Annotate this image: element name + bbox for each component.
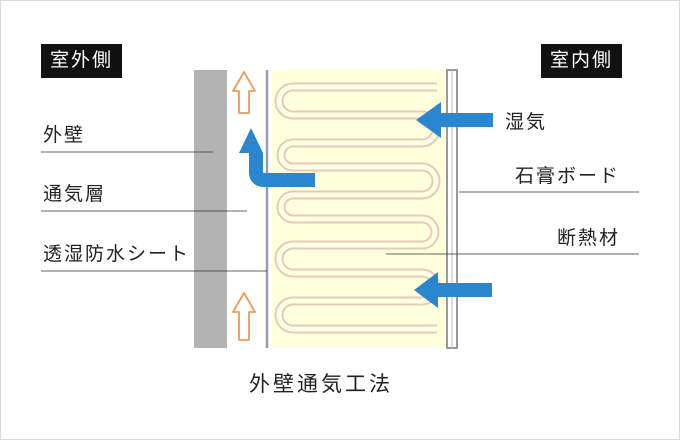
indoor-side-tag: 室内側	[541, 44, 623, 78]
label-breathable-sheet: 透湿防水シート	[43, 243, 191, 265]
label-insulation: 断熱材	[557, 227, 621, 249]
airflow-arrow-top	[232, 71, 256, 114]
outer-wall-panel	[194, 70, 227, 348]
outdoor-side-tag: 室外側	[41, 44, 123, 78]
label-air-layer: 通気層	[43, 183, 107, 205]
diagram-caption: 外壁通気工法	[249, 372, 393, 396]
airflow-arrow-bottom	[232, 292, 256, 341]
moisture-arrow-lower	[414, 272, 492, 308]
label-gypsum-board: 石膏ボード	[515, 165, 621, 187]
moisture-arrow-upper	[416, 102, 493, 138]
moisture-exit-arrow	[239, 128, 315, 187]
label-moisture: 湿気	[505, 111, 548, 133]
label-outer-wall: 外壁	[43, 124, 86, 146]
